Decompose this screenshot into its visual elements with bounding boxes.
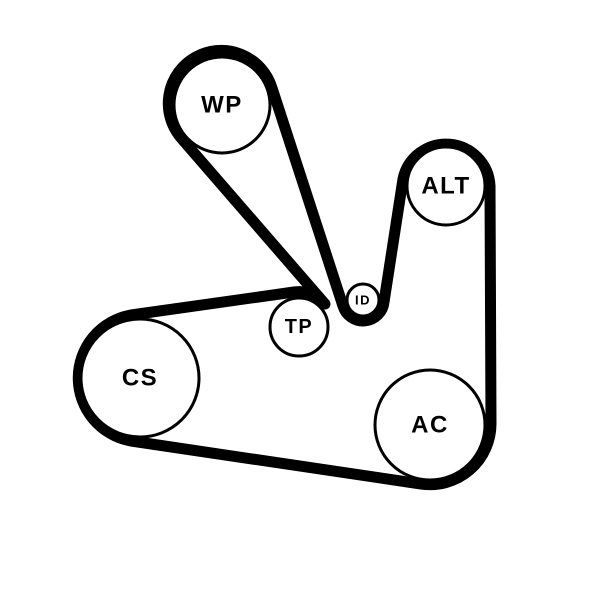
- pulley-id-circle: [345, 282, 381, 318]
- pulley-ac-circle: [373, 368, 487, 482]
- pulley-cs-label: CS: [122, 365, 158, 392]
- pulley-tp: TP: [268, 296, 330, 358]
- pulley-alt-label: ALT: [421, 173, 470, 200]
- pulley-alt-circle: [405, 145, 487, 227]
- pulley-ac: AC: [373, 368, 487, 482]
- pulley-id: ID: [345, 282, 381, 318]
- pulley-cs: CS: [79, 317, 201, 439]
- pulley-wp: WP: [172, 55, 272, 155]
- pulley-id-label: ID: [355, 293, 371, 308]
- pulley-wp-circle: [172, 55, 272, 155]
- pulley-ac-label: AC: [411, 412, 449, 439]
- belt-path: [72, 44, 497, 491]
- pulley-tp-label: TP: [285, 316, 314, 338]
- pulley-alt: ALT: [405, 145, 487, 227]
- pulley-tp-circle: [268, 296, 330, 358]
- pulley-cs-circle: [79, 317, 201, 439]
- pulley-wp-label: WP: [201, 92, 243, 119]
